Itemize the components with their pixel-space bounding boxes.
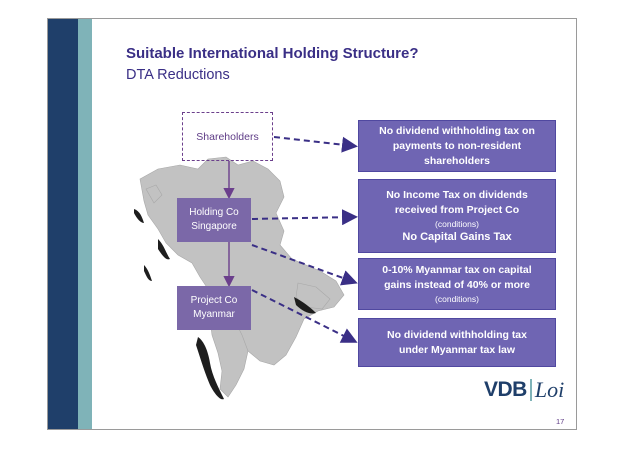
logo-vdb-text: VDB: [484, 378, 527, 401]
benefit-box-myanmar-wht: No dividend withholding tax under Myanma…: [358, 318, 556, 367]
holding-co-line-2: Singapore: [191, 221, 237, 232]
benefit-box-4-line-1: No dividend withholding tax: [387, 328, 527, 341]
benefit-box-1-line-3: shareholders: [424, 154, 490, 167]
benefit-box-capital-gains: 0-10% Myanmar tax on capital gains inste…: [358, 258, 556, 310]
shareholders-node: Shareholders: [182, 112, 273, 161]
slide: Suitable International Holding Structure…: [47, 18, 577, 430]
dashed-connector-holding-b2: [251, 209, 358, 226]
benefit-box-shareholder-wht: No dividend withholding tax on payments …: [358, 120, 556, 172]
benefit-box-3-line-1: 0-10% Myanmar tax on capital: [382, 264, 532, 276]
connectors: [223, 136, 358, 343]
benefit-box-1-line-1: No dividend withholding tax on: [379, 124, 535, 137]
project-co-line-2: Myanmar: [193, 309, 235, 320]
slide-title: Suitable International Holding Structure…: [126, 45, 419, 62]
left-band-dark: [48, 19, 78, 429]
holding-co-node: Holding Co Singapore: [177, 198, 251, 242]
project-co-node: Project Co Myanmar: [177, 286, 251, 330]
benefit-box-1-line-2: payments to non-resident: [392, 139, 522, 152]
benefit-box-income-tax: No Income Tax on dividends received from…: [358, 179, 556, 253]
logo-divider: [529, 379, 532, 401]
benefit-box-2-note: (conditions): [435, 218, 479, 229]
benefit-box-2-line-2: received from Project Co: [394, 203, 520, 216]
project-co-line-1: Project Co: [190, 295, 238, 306]
benefit-box-3-line-2: gains instead of 40% or more: [384, 279, 530, 291]
benefit-box-2-line-1: No Income Tax on dividends: [386, 188, 528, 201]
dashed-connector-shareholders-b1: [273, 136, 358, 153]
benefit-box-4-line-2: under Myanmar tax law: [398, 343, 516, 356]
dashed-connector-holding-b3: [251, 244, 358, 286]
logo-loi-text: Loi: [534, 377, 565, 402]
page-number: 17: [556, 417, 565, 426]
left-band-light: [78, 19, 92, 429]
benefit-box-2-extra: No Capital Gains Tax: [402, 230, 512, 243]
dashed-connector-project-b4: [251, 289, 358, 343]
holding-co-line-1: Holding Co: [189, 207, 239, 218]
vdb-loi-logo: VDB Loi: [484, 376, 564, 404]
slide-subtitle: DTA Reductions: [126, 67, 230, 83]
benefit-box-3-note: (conditions): [435, 294, 479, 304]
